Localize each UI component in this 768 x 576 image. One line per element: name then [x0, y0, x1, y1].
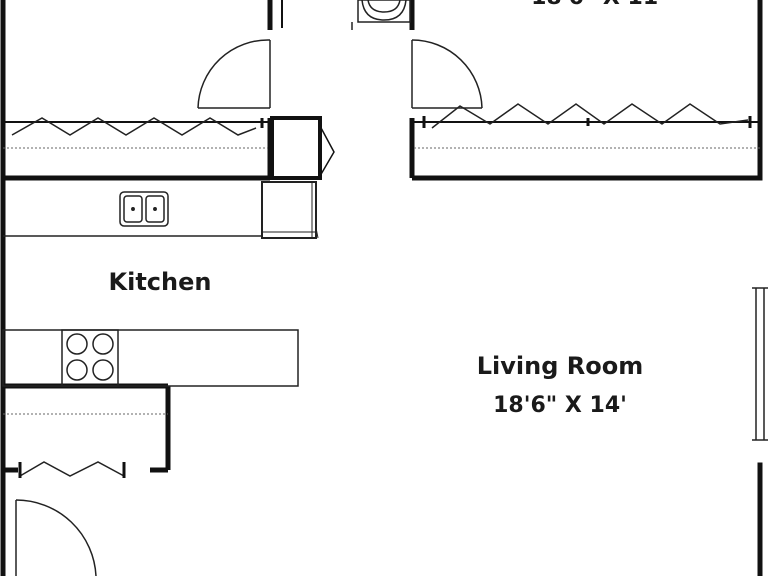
living-room-label: Living Room	[477, 352, 643, 380]
toilet-icon	[351, 0, 411, 30]
door-swings-top	[197, 39, 483, 109]
entry-door-swing	[15, 499, 97, 576]
refrigerator	[261, 181, 319, 239]
closet-lower-left	[3, 413, 168, 478]
linen-closet	[270, 116, 335, 180]
closet-upper-right	[414, 103, 760, 149]
kitchen-sink-counter	[3, 191, 262, 237]
interior-walls	[3, 0, 762, 473]
window-right	[752, 287, 768, 441]
kitchen-label: Kitchen	[109, 268, 212, 296]
range-counter	[2, 329, 299, 387]
closet-upper-left	[1, 117, 268, 149]
top-right-room-dims: 18'6" X 11'	[531, 0, 665, 10]
living-room-dims: 18'6" X 14'	[493, 393, 627, 418]
